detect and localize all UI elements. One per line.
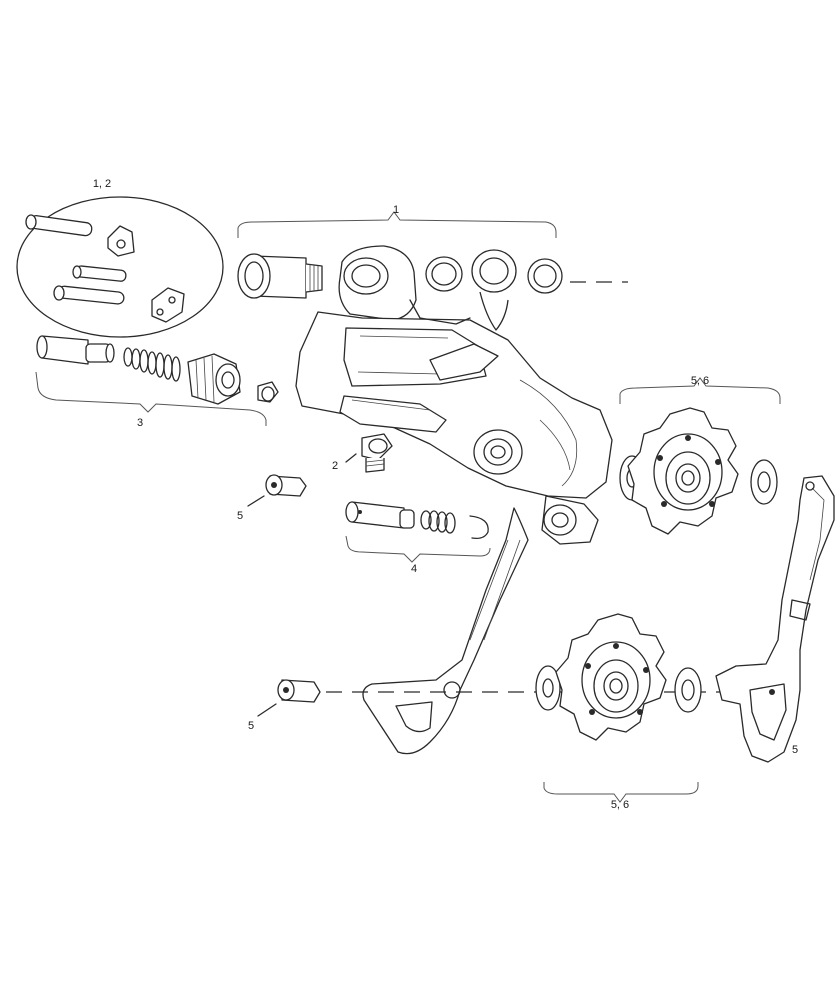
callout-3: 3 <box>137 417 143 429</box>
upper-washer-right <box>750 459 778 505</box>
bracket-4 <box>345 535 491 563</box>
cam-block <box>151 287 185 323</box>
barrel-sleeve <box>36 335 115 365</box>
barrel-knob <box>187 353 241 405</box>
callout-5-cage: 5 <box>792 744 798 756</box>
callout-1-2: 1, 2 <box>93 178 111 190</box>
long-pin <box>25 214 93 237</box>
callout-2: 2 <box>332 460 338 472</box>
clutch-spring <box>420 510 456 534</box>
bracket-5-6-upper <box>619 377 781 404</box>
bracket-3 <box>35 371 267 426</box>
upper-pulley-bolt: 5 <box>237 474 307 522</box>
axle-group-1: 1 <box>237 204 628 331</box>
callout-4: 4 <box>411 563 417 575</box>
barrel-spring <box>123 347 181 382</box>
callout-5-6-upper: 5, 6 <box>691 375 709 387</box>
outer-cage-plate: 5 <box>715 475 835 763</box>
lower-jockey-wheel <box>555 613 667 741</box>
barrel-screw <box>257 381 279 403</box>
medium-pin <box>53 285 125 305</box>
callout-5-lower-bolt: 5 <box>248 720 254 732</box>
e-clip <box>469 515 489 540</box>
short-pin <box>72 265 127 282</box>
callout-5-6-lower: 5, 6 <box>611 799 629 811</box>
washer-a <box>425 256 463 292</box>
upper-pulley-group: 5, 6 <box>619 375 781 535</box>
washer-c <box>527 258 563 294</box>
upper-jockey-wheel <box>627 407 739 535</box>
clutch-pin <box>345 501 415 529</box>
lower-washer-right <box>674 667 702 713</box>
inset-oval-1-2: 1, 2 <box>16 178 224 338</box>
small-bracket <box>107 225 135 257</box>
clutch-group-4: 4 <box>345 501 491 575</box>
lower-washer-left <box>535 665 561 711</box>
bushing-b <box>471 249 517 331</box>
limit-screw-part-2: 2 <box>332 433 393 473</box>
barrel-adjuster-group: 3 <box>35 335 279 429</box>
callout-5-upper-bolt: 5 <box>237 510 243 522</box>
main-axle-bushing <box>237 253 323 299</box>
bracket-5-6-lower <box>543 782 699 803</box>
lower-pulley-group: 5, 6 <box>535 613 702 811</box>
bracket-1 <box>237 211 557 238</box>
callout-1: 1 <box>393 204 399 216</box>
